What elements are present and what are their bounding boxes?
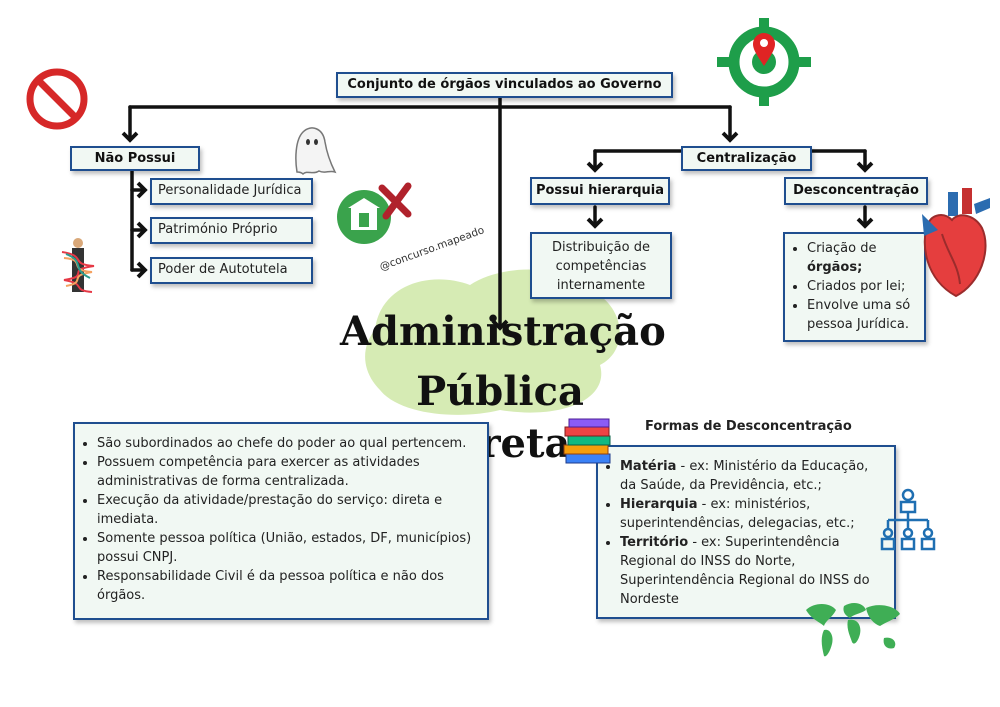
formas-item: Território - ex: Superintendência Region… (620, 533, 886, 609)
target-location-icon (717, 18, 811, 106)
nao-possui-item: Personalidade Jurídica (150, 178, 313, 205)
org-chart-icon (880, 488, 936, 551)
caracteristica-item: Possuem competência para exercer as ativ… (97, 453, 481, 491)
hierarquia-text-line: competências (555, 259, 647, 274)
caracteristica-item: Somente pessoa política (União, estados,… (97, 529, 481, 567)
centralizacao-box: Centralização (681, 146, 812, 171)
nao-possui-item-label: Personalidade Jurídica (158, 183, 302, 198)
main-title-line2: Pública Direta (416, 368, 584, 467)
formas-item: Hierarquia - ex: ministérios, superinten… (620, 495, 886, 533)
hierarquia-text-line: Distribuição de (551, 240, 650, 255)
caracteristica-item: Responsabilidade Civil é da pessoa polít… (97, 567, 481, 605)
nao-possui-box: Não Possui (70, 146, 200, 171)
top-concept-box: Conjunto de órgãos vinculados ao Governo (336, 72, 673, 98)
hierarquia-header-box: Possui hierarquia (530, 177, 670, 205)
desconcentracao-content-box: Criação de órgãos; Criados por lei; Envo… (783, 232, 926, 342)
caracteristicas-box: São subordinados ao chefe do poder ao qu… (73, 422, 489, 620)
caracteristica-item: Execução da atividade/prestação do servi… (97, 491, 481, 529)
main-title-line1: Administração (340, 308, 666, 355)
tangled-person-icon (61, 238, 95, 293)
centralizacao-header: Centralização (696, 151, 797, 166)
nao-possui-item-label: Poder de Autotutela (158, 262, 288, 277)
caracteristica-item: São subordinados ao chefe do poder ao qu… (97, 434, 481, 453)
formas-item: Matéria - ex: Ministério da Educação, da… (620, 457, 886, 495)
prohibited-icon (26, 68, 88, 130)
hierarquia-header: Possui hierarquia (535, 183, 665, 198)
formas-title: Formas de Desconcentração (645, 419, 852, 434)
desconcentracao-item: Criados por lei; (807, 277, 924, 296)
nao-possui-header: Não Possui (94, 151, 176, 166)
heart-icon (922, 188, 990, 298)
nao-possui-item: Património Próprio (150, 217, 313, 244)
ghost-icon (295, 127, 337, 176)
nao-possui-item-label: Património Próprio (158, 222, 278, 237)
top-concept-title: Conjunto de órgãos vinculados ao Governo (347, 77, 662, 92)
desconcentracao-header: Desconcentração (793, 183, 919, 198)
world-map-icon (806, 603, 900, 657)
bank-crossed-icon (337, 182, 412, 244)
desconcentracao-item: Criação de órgãos; (807, 239, 924, 277)
desconcentracao-header-box: Desconcentração (784, 177, 928, 205)
hierarquia-text-line: internamente (556, 278, 646, 293)
desconcentracao-item: Envolve uma só pessoa Jurídica. (807, 296, 924, 334)
formas-box: Matéria - ex: Ministério da Educação, da… (596, 445, 896, 619)
books-icon (563, 418, 611, 464)
hierarquia-content-box: Distribuição de competências internament… (530, 232, 672, 299)
nao-possui-item: Poder de Autotutela (150, 257, 313, 284)
